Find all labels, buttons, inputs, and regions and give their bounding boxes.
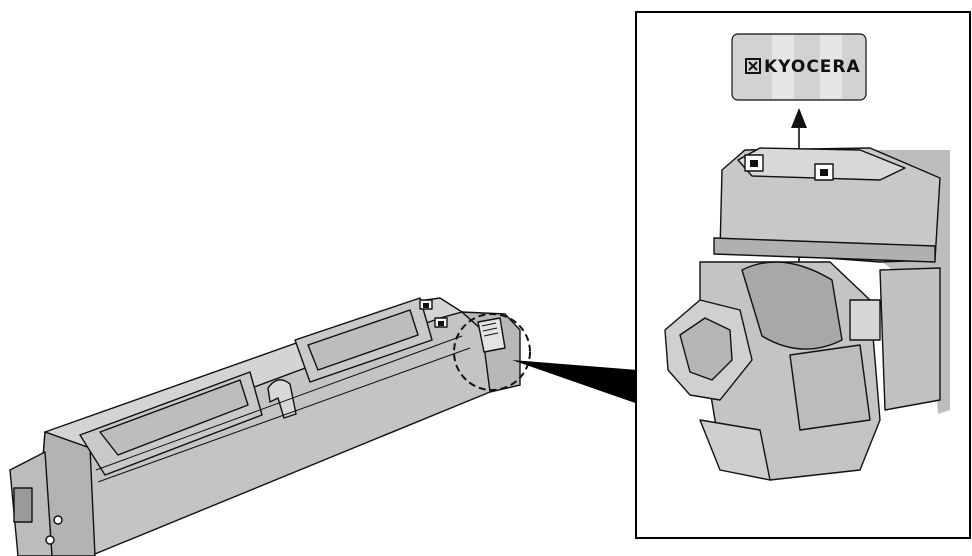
zoom-side-tab-1	[849, 299, 881, 341]
kyocera-logo-text: KYOCERA	[764, 57, 861, 77]
zoom-side-tab-2	[789, 344, 871, 431]
zoomed-cartridge-end	[664, 147, 950, 481]
callout-wedge	[512, 360, 638, 404]
lock-icon	[419, 299, 433, 310]
zoom-unlock-icon	[814, 163, 834, 181]
cartridge-hook	[267, 379, 297, 419]
cartridge-label-tab	[477, 317, 506, 353]
groove-line-1	[95, 335, 463, 471]
end-cap-hole-1	[53, 515, 63, 525]
kyocera-logo-icon	[745, 58, 761, 74]
zoom-recess	[741, 261, 843, 350]
groove-line-2	[97, 347, 471, 483]
zoom-bottom-rail	[879, 267, 941, 411]
zoom-panel: KYOCERA	[635, 11, 971, 539]
kyocera-label-card: KYOCERA	[731, 33, 867, 101]
cartridge-panel-2-inner	[307, 309, 419, 371]
cartridge-panel-1-inner	[99, 379, 249, 456]
zoom-ledge	[713, 237, 936, 263]
toner-cartridge	[9, 297, 521, 556]
zoom-gear-face	[679, 317, 733, 381]
cartridge-label-ridges	[481, 322, 499, 337]
end-cap-hole-2	[45, 535, 55, 545]
zoom-lock-icon	[744, 154, 764, 172]
end-cap-slot	[13, 487, 33, 523]
zoom-bottom-lip	[699, 419, 771, 481]
callout-circle	[453, 313, 531, 391]
unlock-icon	[434, 317, 448, 328]
